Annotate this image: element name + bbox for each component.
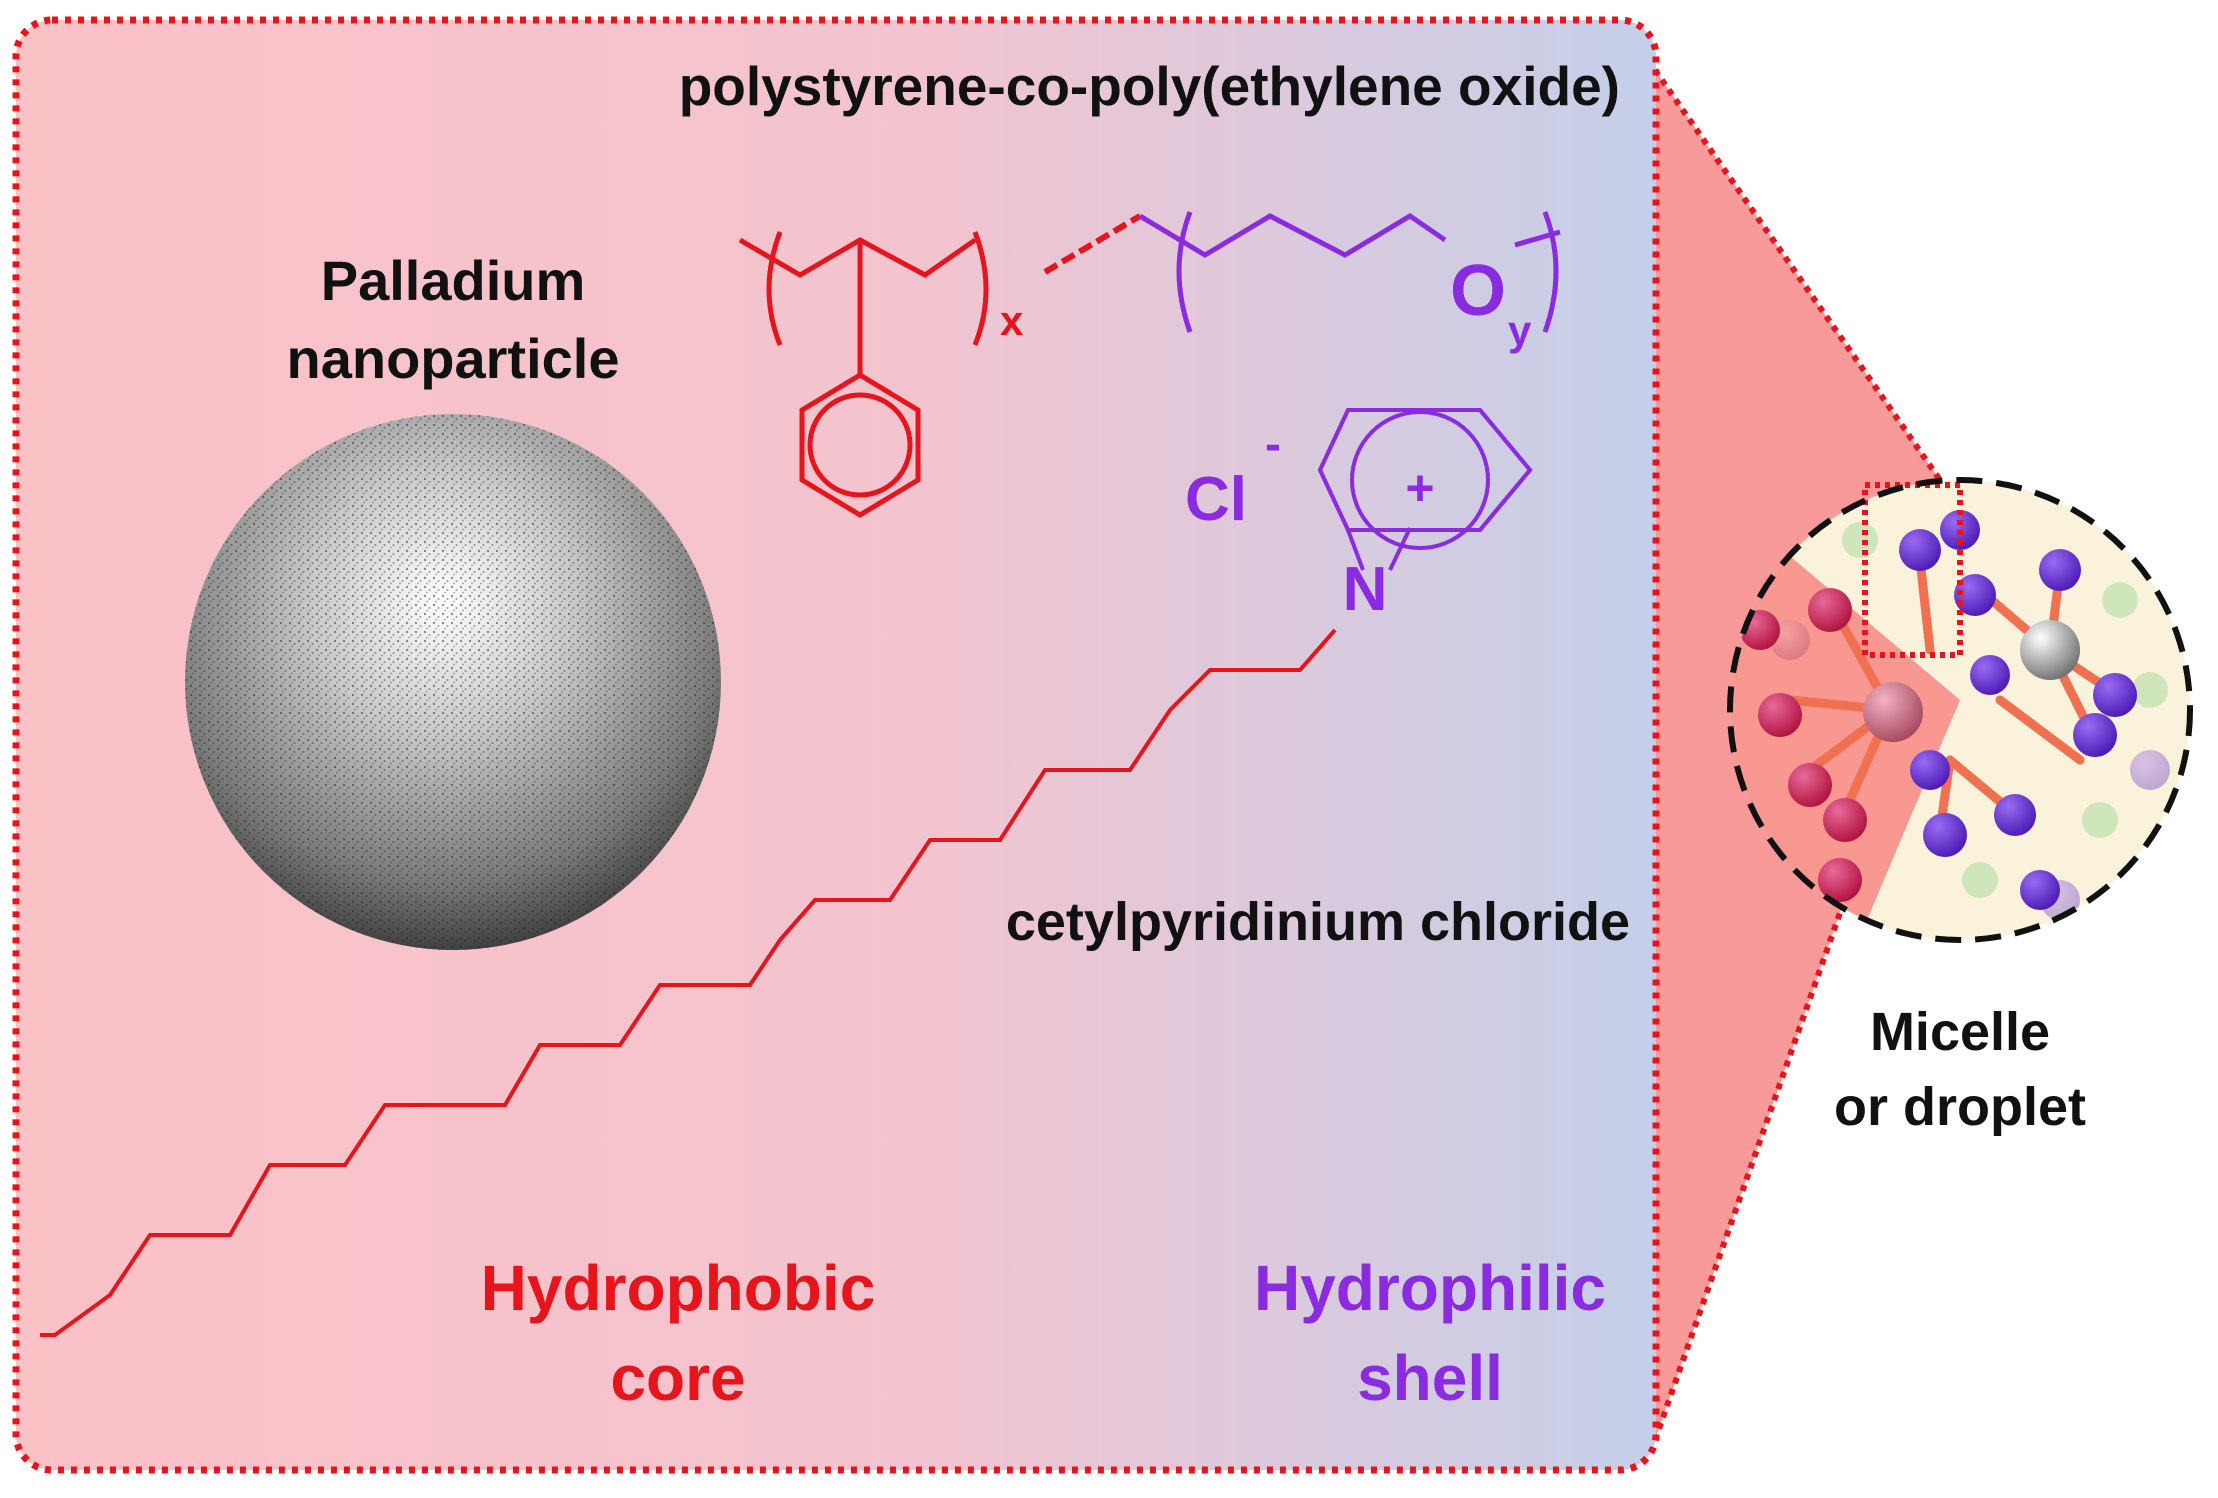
- micelle-label-line1: Micelle: [1870, 1002, 2050, 1062]
- zoom-wedge-bottom-edge: [1652, 869, 1858, 1441]
- copolymer-linker: [1043, 213, 1142, 275]
- pyridinium-charge: +: [1405, 460, 1434, 516]
- pyridinium-ring: [1317, 408, 1533, 571]
- micelle-outline: [1727, 477, 2193, 943]
- core-label-line1: Hydrophobic: [481, 1252, 876, 1324]
- micelle-zoom-box: [1862, 482, 1963, 658]
- chloride-ion: Cl: [1185, 465, 1247, 534]
- main-panel: [12, 16, 1660, 1474]
- core-label-line2: core: [610, 1342, 745, 1414]
- polystyrene-block: [738, 231, 989, 518]
- oxygen-atom: O: [1450, 251, 1506, 331]
- palladium-nanoparticle: [185, 414, 721, 950]
- subscript-y: y: [1508, 307, 1532, 354]
- chloride-charge: -: [1265, 418, 1281, 471]
- micelle-label-line2: or droplet: [1834, 1077, 2086, 1137]
- nanoparticle-label-line1: Palladium: [321, 249, 586, 312]
- shell-label-line1: Hydrophilic: [1254, 1252, 1606, 1324]
- polymer-name: polystyrene-co-poly(ethylene oxide): [679, 55, 1620, 117]
- shell-label-line2: shell: [1357, 1342, 1503, 1414]
- micelle: [1727, 477, 2193, 943]
- nitrogen-atom: N: [1343, 555, 1388, 624]
- cetyl-chain: [40, 628, 1337, 1337]
- peo-block: [1138, 211, 1561, 333]
- surfactant-name: cetylpyridinium chloride: [1006, 892, 1630, 952]
- nanoparticle-label-line2: nanoparticle: [287, 327, 620, 390]
- subscript-x: x: [1000, 297, 1024, 344]
